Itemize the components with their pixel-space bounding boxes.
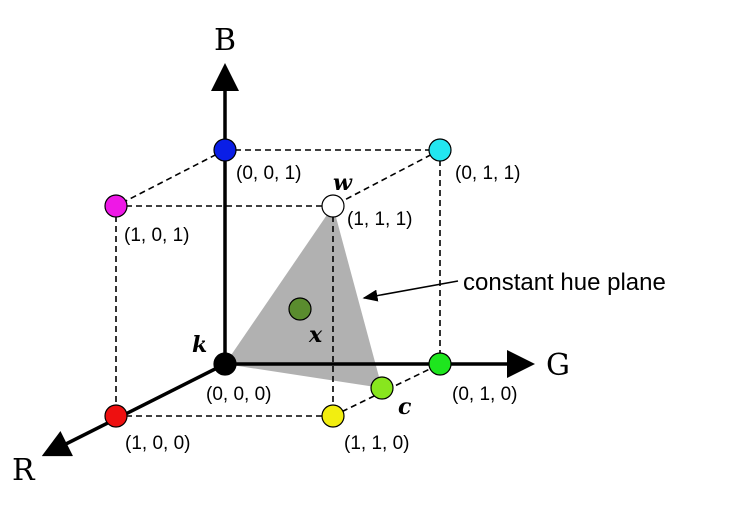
vertex-green	[428, 352, 452, 376]
coord-label-black: (0, 0, 0)	[206, 384, 271, 405]
var-label-c: c	[398, 394, 412, 420]
r-axis	[41, 362, 226, 457]
vertex-red	[104, 404, 128, 428]
coord-label-green: (0, 1, 0)	[452, 384, 517, 405]
axes	[41, 63, 535, 457]
coordinate-labels: (0, 0, 1) (0, 1, 1) (1, 0, 1) (1, 1, 1) …	[124, 163, 520, 454]
var-label-w: w	[333, 170, 353, 196]
vertex-cyan	[428, 138, 452, 162]
cube-edges	[115, 149, 441, 417]
vertex-blue	[213, 138, 237, 162]
vertex-yellow	[321, 404, 345, 428]
coord-label-red: (1, 0, 0)	[125, 433, 190, 454]
variable-labels: k w c x	[192, 170, 412, 420]
constant-hue-plane	[225, 206, 382, 388]
coord-label-blue: (0, 0, 1)	[236, 163, 301, 184]
vertex-magenta	[104, 194, 128, 218]
var-label-x: x	[308, 322, 323, 348]
vertex-black	[213, 352, 237, 376]
vertex-white	[321, 194, 345, 218]
coord-label-magenta: (1, 0, 1)	[124, 225, 189, 246]
r-axis-label: R	[12, 453, 36, 488]
coord-label-yellow: (1, 1, 0)	[344, 433, 409, 454]
b-axis-label: B	[214, 23, 236, 58]
coord-label-white: (1, 1, 1)	[347, 209, 412, 230]
point-c	[370, 376, 394, 400]
coord-label-cyan: (0, 1, 1)	[455, 163, 520, 184]
plane-label-arrow	[362, 280, 459, 302]
edge-blue-magenta	[115, 149, 226, 207]
plane-label: constant hue plane	[463, 269, 666, 296]
g-axis-label: G	[546, 348, 570, 383]
var-label-k: k	[192, 332, 207, 358]
point-x	[288, 297, 312, 321]
vertices	[104, 138, 452, 428]
edge-cyan-white	[332, 149, 441, 207]
